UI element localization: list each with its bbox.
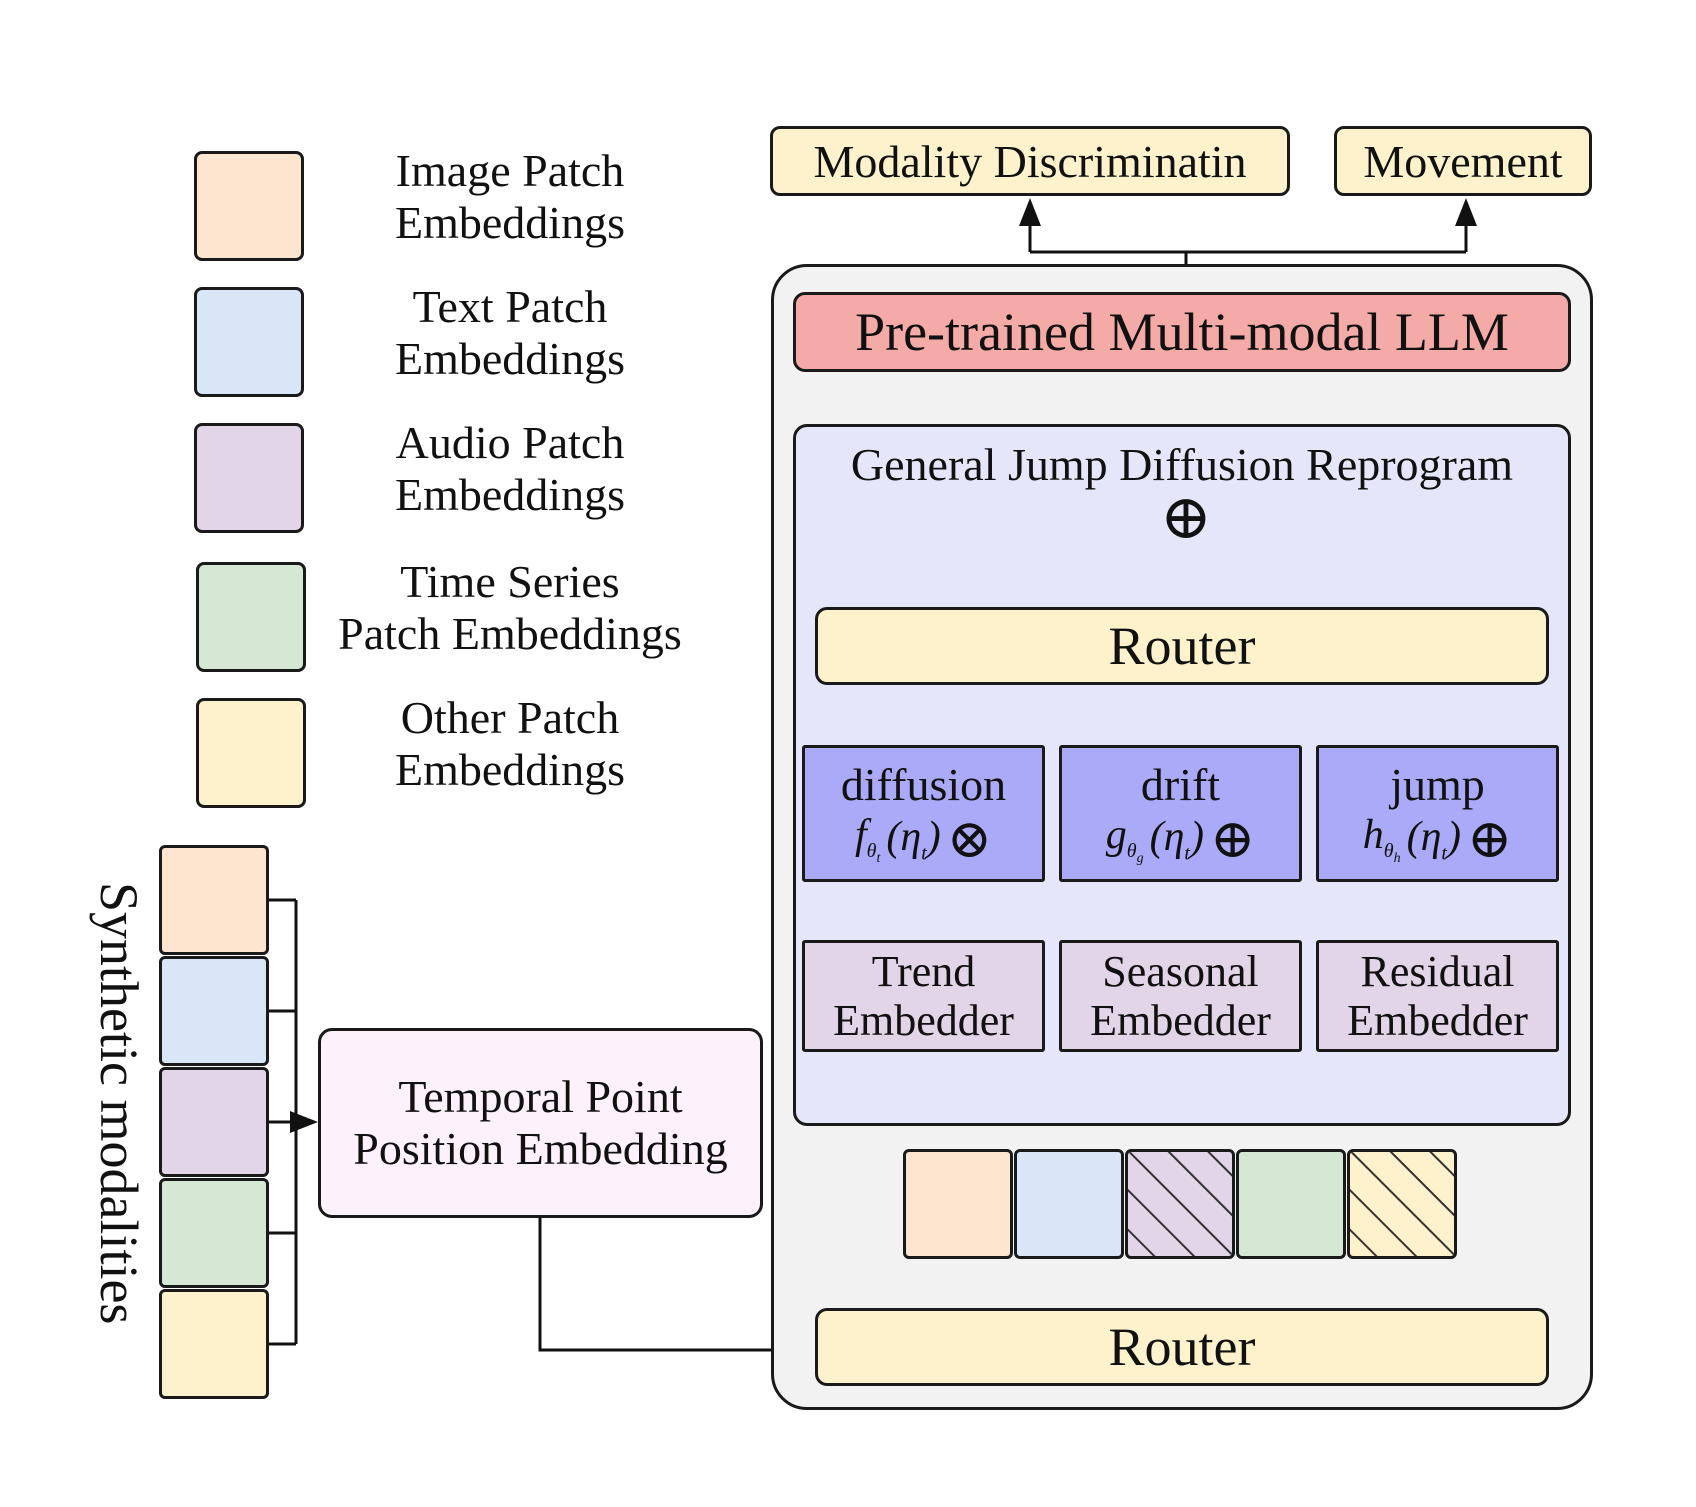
patch-time-series [1236,1149,1346,1259]
hatch-pattern [1128,1152,1232,1256]
formula-argsub: t [1441,841,1447,864]
hatch-pattern [1350,1152,1454,1256]
add-operator: ⊕ [1466,808,1513,869]
embedder-line: Trend [871,946,976,996]
legend-line: Time Series [400,556,620,607]
formula-argsub: t [921,841,927,864]
residual-embedder-box: Residual Embedder [1316,940,1559,1052]
synthetic-modalities-text: Synthetic modalities [89,882,149,1325]
legend-swatch-other [196,698,306,808]
legend-label-other: Other Patch Embeddings [320,692,700,795]
patch-image [903,1149,1013,1259]
diffusion-formula: fθt (ηt) ⊗ [855,811,992,867]
modality-discrimination-label: Modality Discriminatin [813,135,1247,187]
formula-close: ) [926,813,941,860]
seasonal-embedder-box: Seasonal Embedder [1059,940,1302,1052]
legend-swatch-text [194,287,304,397]
jump-label: jump [1390,759,1485,810]
patch-audio-masked [1125,1149,1235,1259]
legend-line: Embeddings [395,196,625,248]
temporal-line: Position Embedding [353,1123,728,1174]
synthetic-time-series-patch [159,1178,269,1288]
sum-symbol-text: ⊕ [1160,484,1212,552]
router-bottom-label: Router [1108,1317,1256,1377]
router-bottom: Router [815,1308,1549,1386]
formula-fn: g [1105,811,1127,858]
movement-box: Movement [1334,126,1592,196]
legend-line: Embeddings [395,743,625,795]
legend-label-image: Image Patch Embeddings [320,145,700,248]
legend-swatch-audio [194,423,304,533]
formula-close: ) [1189,813,1204,860]
synthetic-other-patch [159,1289,269,1399]
legend-label-audio: Audio Patch Embeddings [320,417,700,520]
add-operator: ⊕ [1209,808,1256,869]
modality-discrimination-box: Modality Discriminatin [770,126,1290,196]
formula-sub: θ [1383,839,1394,862]
legend-line: Image Patch [395,145,625,196]
router-top-label: Router [1108,616,1256,676]
formula-sub: θ [866,839,877,862]
router-top: Router [815,607,1549,685]
temporal-line: Temporal Point [398,1071,683,1123]
patch-other-masked [1347,1149,1457,1259]
multiply-operator: ⊗ [946,808,993,869]
legend-line: Audio Patch [395,417,625,468]
llm-box: Pre-trained Multi-modal LLM [793,292,1571,372]
trend-embedder-box: Trend Embedder [802,940,1045,1052]
formula-argsub: t [1184,841,1190,864]
drift-formula: gθg (ηt) ⊕ [1106,811,1255,867]
synthetic-audio-patch [159,1067,269,1177]
embedder-line: Residual [1360,946,1515,996]
legend-label-time-series: Time Series Patch Embeddings [315,556,705,659]
drift-box: drift gθg (ηt) ⊕ [1059,745,1302,882]
reprogram-title: General Jump Diffusion Reprogram [793,438,1571,491]
temporal-embedding-box: Temporal Point Position Embedding [318,1028,763,1218]
sum-symbol: ⊕ [1156,484,1216,552]
embedder-line: Embedder [833,996,1014,1045]
movement-label: Movement [1363,135,1563,187]
formula-close: ) [1446,813,1461,860]
legend-line: Other Patch [400,692,620,743]
embedder-line: Embedder [1347,996,1528,1045]
formula-fn: h [1362,811,1384,858]
legend-swatch-image [194,151,304,261]
legend-line: Text Patch [412,281,608,332]
legend-line: Embeddings [395,332,625,384]
jump-box: jump hθh (ηt) ⊕ [1316,745,1559,882]
formula-subsub: g [1136,850,1144,866]
formula-subsub: t [876,850,881,866]
legend-line: Embeddings [395,468,625,520]
legend-swatch-time-series [196,562,306,672]
formula-arg: (η [1149,813,1185,860]
synthetic-image-patch [159,845,269,955]
llm-label: Pre-trained Multi-modal LLM [855,302,1509,362]
formula-fn: f [854,811,867,858]
embedder-line: Seasonal [1102,946,1259,996]
diffusion-box: diffusion fθt (ηt) ⊗ [802,745,1045,882]
drift-label: drift [1140,759,1221,810]
formula-subsub: h [1393,850,1401,866]
embedder-line: Embedder [1090,996,1271,1045]
legend-line: Patch Embeddings [338,607,682,659]
formula-sub: θ [1126,839,1137,862]
synthetic-text-patch [159,956,269,1066]
diffusion-label: diffusion [840,759,1007,810]
jump-formula: hθh (ηt) ⊕ [1363,811,1512,867]
formula-arg: (η [886,813,922,860]
legend-label-text: Text Patch Embeddings [320,281,700,384]
formula-arg: (η [1406,813,1442,860]
patch-text [1014,1149,1124,1259]
reprogram-title-text: General Jump Diffusion Reprogram [850,439,1514,490]
